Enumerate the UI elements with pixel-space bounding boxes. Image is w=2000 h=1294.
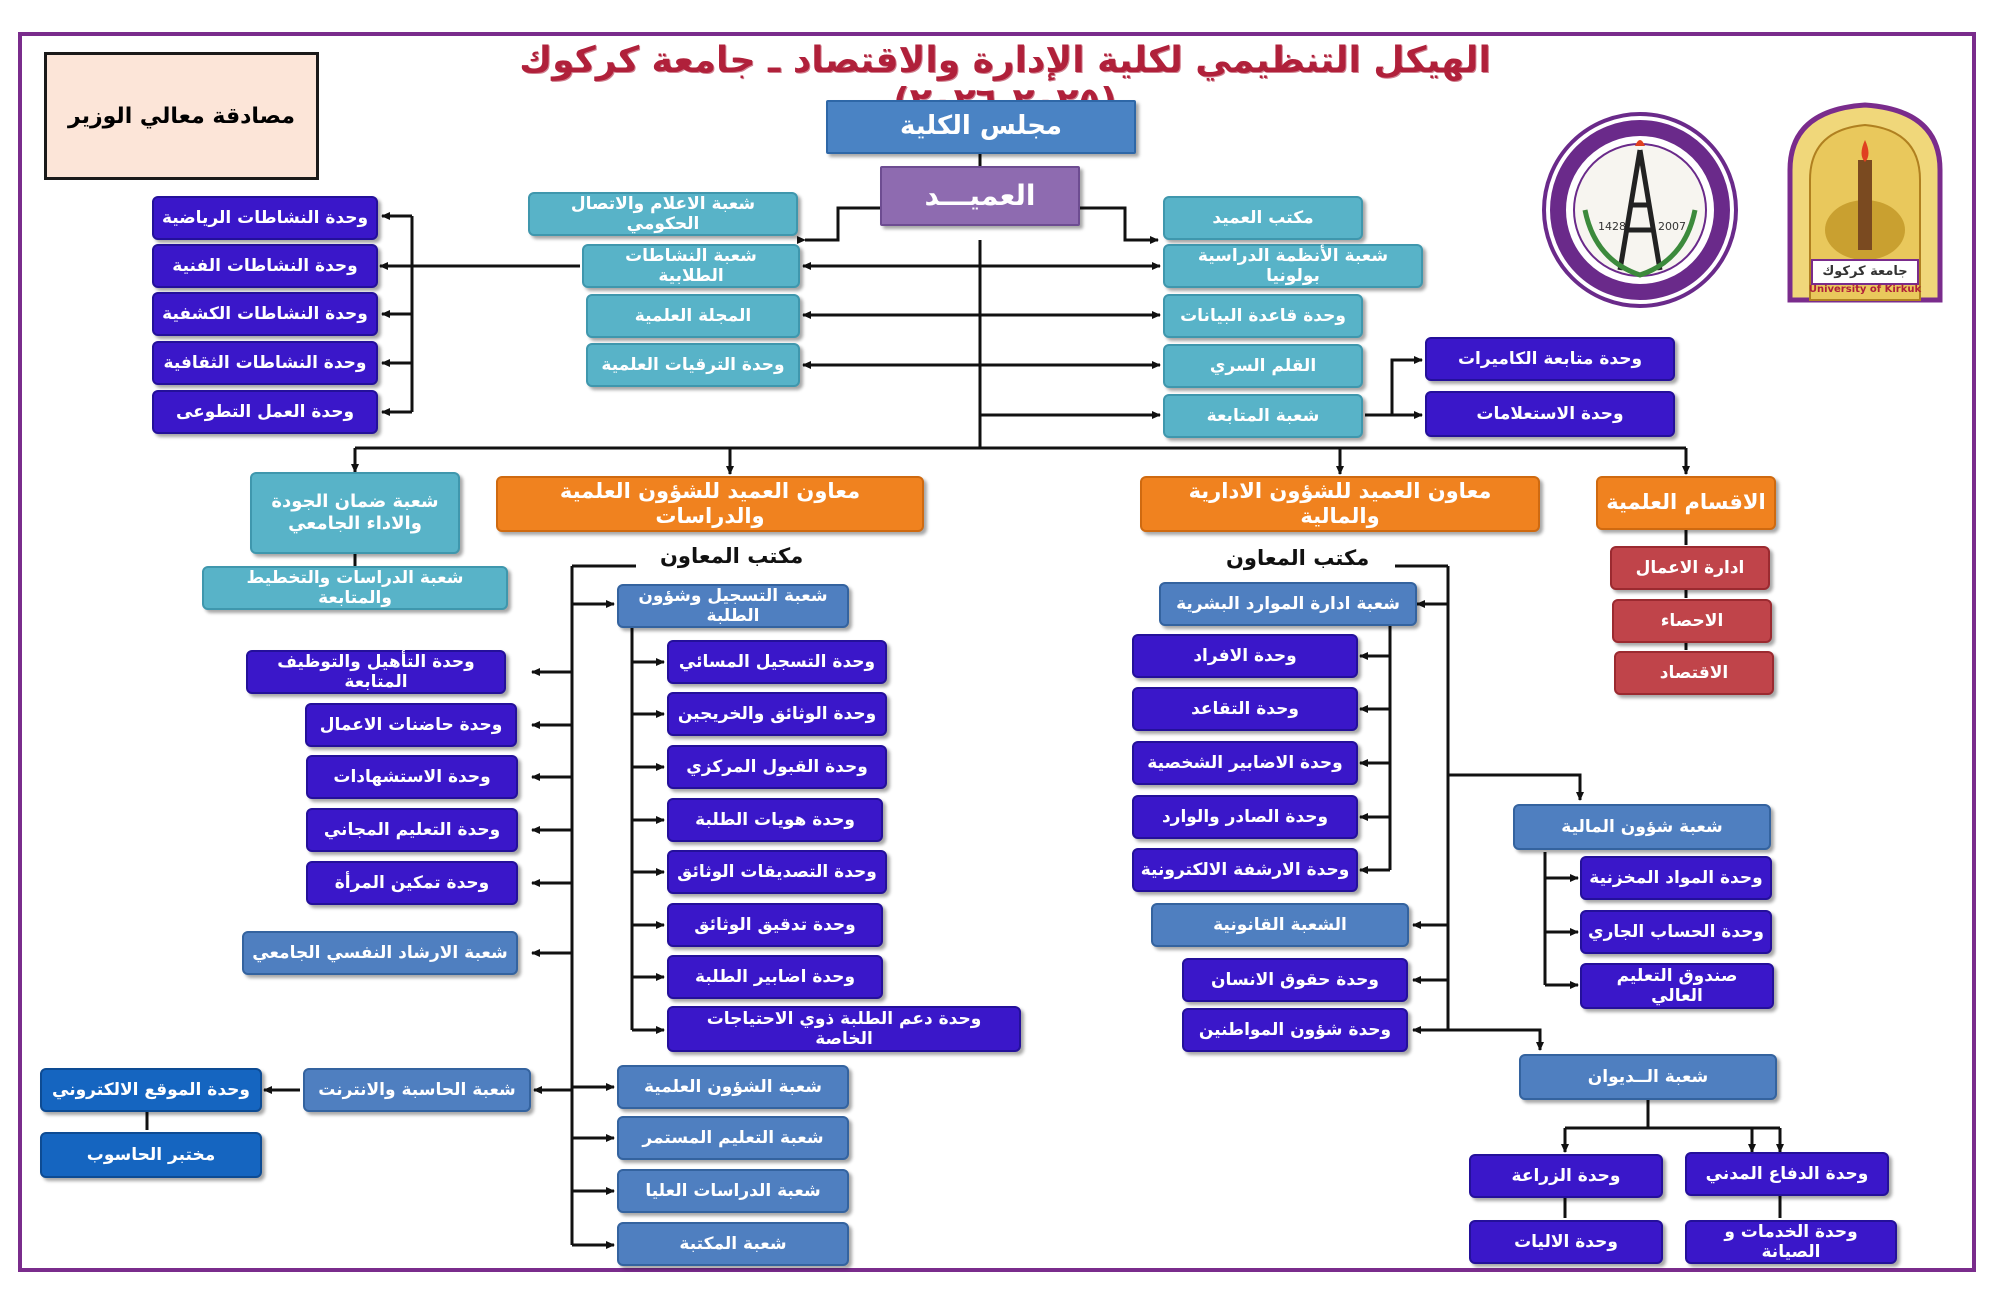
cultural-activities-unit: وحدة النشاطات الثقافية [152, 341, 378, 385]
admin-finance-assistant: معاون العميد للشؤون الادارية والمالية [1140, 476, 1540, 532]
services-maintenance-unit: وحدة الخدمات و الصيانة [1685, 1220, 1897, 1264]
scientific-affairs-assistant: معاون العميد للشؤون العلمية والدراسات [496, 476, 924, 532]
electronic-archiving-unit: وحدة الارشفة الالكترونية [1132, 848, 1358, 892]
diwan-branch: شعبة الــديوان [1519, 1054, 1777, 1100]
retirement-unit: وحدة التقاعد [1132, 687, 1358, 731]
women-empowerment-unit: وحدة تمكين المرأة [306, 861, 518, 905]
student-activities-branch: شعبة النشاطات الطلابية [582, 244, 800, 288]
personnel-unit: وحدة الافراد [1132, 634, 1358, 678]
evening-registration-unit: وحدة التسجيل المسائي [667, 640, 887, 684]
free-education-unit: وحدة التعليم المجاني [306, 808, 518, 852]
legal-branch: الشعبة القانونية [1151, 903, 1409, 947]
college-logo: 1428 2007 [1540, 110, 1740, 310]
citizens-affairs-unit: وحدة شؤون المواطنين [1182, 1008, 1408, 1052]
scouting-activities-unit: وحدة النشاطات الكشفية [152, 292, 378, 336]
bologna-systems-branch: شعبة الأنظمة الدراسية بولونيا [1163, 244, 1423, 288]
dean: العميـــد [880, 166, 1080, 226]
scientific-promotions-unit: وحدة الترقيات العلمية [586, 343, 800, 387]
scientific-affairs-branch: شعبة الشؤون العلمية [617, 1065, 849, 1109]
department-statistics: الاحصاء [1612, 599, 1772, 643]
psychological-counseling-branch: شعبة الارشاد النفسي الجامعي [242, 931, 518, 975]
college-council: مجلس الكلية [826, 100, 1136, 154]
minister-approval-box: مصادقة معالي الوزير [44, 52, 319, 180]
warehouse-materials-unit: وحدة المواد المخزنية [1580, 856, 1772, 900]
university-logo-en: University of Kirkuk [1808, 284, 1922, 295]
business-incubators-unit: وحدة حاضنات الاعمال [305, 703, 517, 747]
inquiries-unit: وحدة الاستعلامات [1425, 391, 1675, 437]
dean-office: مكتب العميد [1163, 196, 1363, 240]
financial-affairs-branch: شعبة شؤون المالية [1513, 804, 1771, 850]
page-frame [18, 32, 1976, 1272]
civil-defense-unit: وحدة الدفاع المدني [1685, 1152, 1889, 1196]
svg-text:1428: 1428 [1598, 220, 1626, 233]
university-logo-name: جامعة كركوك [1822, 264, 1908, 279]
database-unit: وحدة قاعدة البيانات [1163, 294, 1363, 338]
central-admission-unit: وحدة القبول المركزي [667, 745, 887, 789]
university-logo: جامعة كركوك University of Kirkuk [1770, 100, 1960, 305]
media-branch: شعبة الاعلام والاتصال الحكومي [528, 192, 798, 236]
scientific-assistant-office-label: مكتب المعاون [660, 544, 804, 568]
agriculture-unit: وحدة الزراعة [1469, 1154, 1663, 1198]
quality-assurance-branch: شعبة ضمان الجودة والاداء الجامعي [250, 472, 460, 554]
followup-branch: شعبة المتابعة [1163, 394, 1363, 438]
department-economics: الاقتصاد [1614, 651, 1774, 695]
svg-text:2007: 2007 [1658, 220, 1686, 233]
studies-planning-branch: شعبة الدراسات والتخطيط والمتابعة [202, 566, 508, 610]
continuing-education-branch: شعبة التعليم المستمر [617, 1116, 849, 1160]
document-audit-unit: وحدة تدقيق الوثائق [667, 903, 883, 947]
student-ids-unit: وحدة هويات الطلبة [667, 798, 883, 842]
volunteer-work-unit: وحدة العمل التطوعى [152, 390, 378, 434]
confidential-office: القلم السري [1163, 344, 1363, 388]
personal-files-unit: وحدة الاضابير الشخصية [1132, 741, 1358, 785]
human-resources-branch: شعبة ادارة الموارد البشرية [1159, 582, 1417, 626]
current-account-unit: وحدة الحساب الجاري [1580, 910, 1772, 954]
department-business-admin: ادارة الاعمال [1610, 546, 1770, 590]
vehicles-unit: وحدة الاليات [1469, 1220, 1663, 1264]
incoming-outgoing-unit: وحدة الصادر والوارد [1132, 795, 1358, 839]
scientific-departments: الاقسام العلمية [1596, 476, 1776, 530]
website-unit: وحدة الموقع الالكتروني [40, 1068, 262, 1112]
document-certification-unit: وحدة التصديقات الوثائق [667, 850, 887, 894]
registration-student-affairs-branch: شعبة التسجيل وشؤون الطلبة [617, 584, 849, 628]
library-branch: شعبة المكتبة [617, 1222, 849, 1266]
qualification-employment-unit: وحدة التأهيل والتوظيف المتابعة [246, 650, 506, 694]
computer-internet-branch: شعبة الحاسبة والانترنت [303, 1068, 531, 1112]
special-needs-support-unit: وحدة دعم الطلبة ذوي الاحتياجات الخاصة [667, 1006, 1021, 1052]
cameras-monitoring-unit: وحدة متابعة الكاميرات [1425, 337, 1675, 381]
postgraduate-studies-branch: شعبة الدراسات العليا [617, 1169, 849, 1213]
documents-graduates-unit: وحدة الوثائق والخريجين [667, 692, 887, 736]
sports-activities-unit: وحدة النشاطات الرياضية [152, 196, 378, 240]
citations-unit: وحدة الاستشهادات [306, 755, 518, 799]
scientific-journal: المجلة العلمية [586, 294, 800, 338]
higher-education-fund: صندوق التعليم العالي [1580, 963, 1774, 1009]
arts-activities-unit: وحدة النشاطات الفنية [152, 244, 378, 288]
human-rights-unit: وحدة حقوق الانسان [1182, 958, 1408, 1002]
admin-assistant-office-label: مكتب المعاون [1226, 546, 1370, 570]
computer-lab: مختبر الحاسوب [40, 1132, 262, 1178]
student-files-unit: وحدة اضابير الطلبة [667, 955, 883, 999]
